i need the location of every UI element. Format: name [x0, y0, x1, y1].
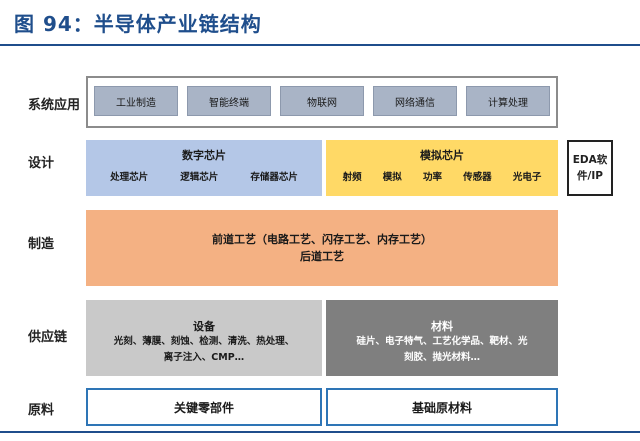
figure-title: 图 94：半导体产业链结构: [14, 12, 262, 36]
analog-item-optoelectronic: 光电子: [512, 172, 542, 183]
analog-item-rf: 射频: [342, 172, 362, 183]
raw-basic-materials: 基础原材料: [326, 388, 558, 426]
materials-block: 材料 硅片、电子特气、工艺化学品、靶材、光 刻胶、抛光材料…: [326, 300, 558, 376]
system-app-network: 网络通信: [373, 86, 457, 116]
digital-item-processor: 处理芯片: [110, 172, 149, 183]
eda-line-1: EDA软: [572, 154, 608, 166]
row-label-raw-material: 原料: [28, 403, 55, 418]
digital-item-logic: 逻辑芯片: [180, 172, 219, 183]
row-label-supply-chain: 供应链: [28, 330, 68, 345]
analog-item-analog: 模拟: [382, 172, 402, 183]
eda-ip-box: EDA软 件/IP: [567, 140, 613, 196]
equipment-desc-line-2: 离子注入、CMP…: [163, 352, 245, 363]
eda-line-2: 件/IP: [577, 170, 603, 182]
bottom-divider: [0, 431, 640, 433]
system-app-smart-terminal: 智能终端: [187, 86, 271, 116]
row-label-system: 系统应用: [28, 98, 81, 113]
system-app-industrial: 工业制造: [94, 86, 178, 116]
analog-chip-title: 模拟芯片: [420, 149, 464, 162]
title-divider: [0, 44, 640, 46]
digital-chip-block: 数字芯片 处理芯片 逻辑芯片 存储器芯片: [86, 140, 322, 196]
equipment-title: 设备: [193, 320, 215, 333]
materials-title: 材料: [431, 320, 453, 333]
row-label-design: 设计: [28, 156, 55, 171]
equipment-block: 设备 光刻、薄膜、刻蚀、检测、清洗、热处理、 离子注入、CMP…: [86, 300, 322, 376]
analog-item-sensor: 传感器: [463, 172, 492, 183]
analog-chip-block: 模拟芯片 射频 模拟 功率 传感器 光电子: [326, 140, 558, 196]
digital-chip-title: 数字芯片: [182, 149, 226, 162]
materials-desc-line-1: 硅片、电子特气、工艺化学品、靶材、光: [356, 336, 528, 347]
raw-key-components: 关键零部件: [86, 388, 322, 426]
row-label-manufacturing: 制造: [28, 237, 55, 252]
equipment-desc-line-1: 光刻、薄膜、刻蚀、检测、清洗、热处理、: [113, 336, 295, 347]
manufacturing-front-end: 前道工艺（电路工艺、闪存工艺、内存工艺）: [212, 233, 432, 246]
manufacturing-block: 前道工艺（电路工艺、闪存工艺、内存工艺） 后道工艺: [86, 210, 558, 286]
digital-item-memory: 存储器芯片: [250, 172, 298, 183]
analog-item-power: 功率: [422, 172, 442, 183]
system-app-iot: 物联网: [280, 86, 364, 116]
materials-desc-line-2: 刻胶、抛光材料…: [403, 352, 480, 363]
system-app-computing: 计算处理: [466, 86, 550, 116]
manufacturing-back-end: 后道工艺: [300, 250, 344, 263]
